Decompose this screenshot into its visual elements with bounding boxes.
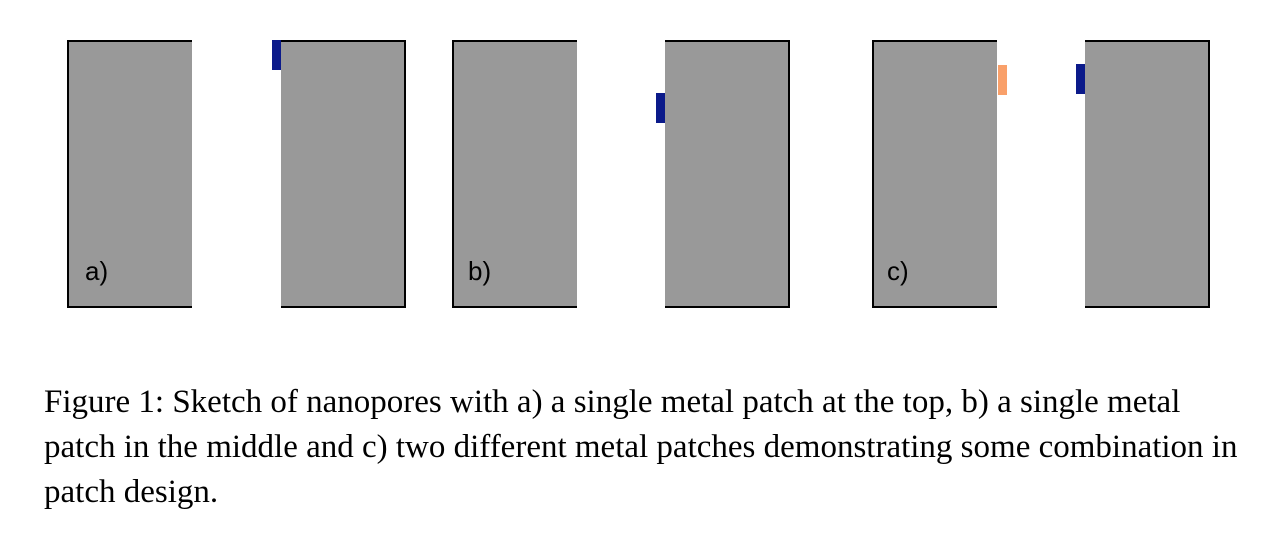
panel-c-orange-metal-patch [998, 65, 1007, 95]
panel-b-right-wall [665, 40, 790, 308]
panel-c-right-wall [1085, 40, 1210, 308]
panel-a-label: a) [85, 258, 108, 284]
panel-b-metal-patch [656, 93, 665, 123]
panel-b-label: b) [468, 258, 491, 284]
panel-a-right-wall [281, 40, 406, 308]
panel-c-label: c) [887, 258, 909, 284]
panel-c-blue-metal-patch [1076, 64, 1085, 94]
figure-caption: Figure 1: Sketch of nanopores with a) a … [44, 380, 1254, 515]
panel-a-metal-patch [272, 40, 281, 70]
